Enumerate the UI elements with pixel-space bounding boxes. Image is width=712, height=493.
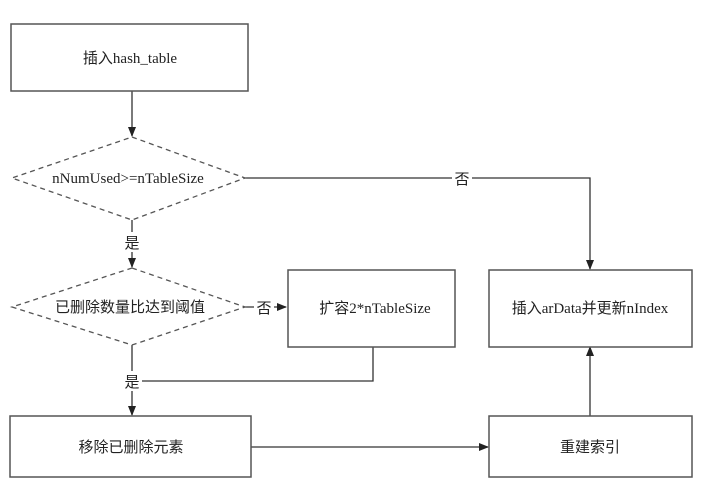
edge-expand-merge [132,346,374,382]
node-expand: 扩容2*nTableSize [287,269,456,348]
label-deleted-no: 否 [256,301,271,317]
node-remove-label: 移除已删除元素 [78,439,183,456]
label-deleted-yes: 是 [124,375,139,391]
node-check-used-label: nNumUsed>=nTableSize [52,171,204,187]
node-check-deleted-label: 已删除数量比达到阈值 [55,299,205,316]
node-start: 插入hash_table [10,23,249,92]
node-expand-label: 扩容2*nTableSize [319,300,431,317]
node-start-label: 插入hash_table [83,50,177,67]
node-remove: 移除已删除元素 [9,415,252,478]
node-check-used: nNumUsed>=nTableSize [10,136,247,221]
node-insert-label: 插入arData并更新nIndex [512,300,669,317]
node-rebuild-label: 重建索引 [560,439,620,456]
label-used-no: 否 [454,172,469,188]
edge-used-no [245,177,594,270]
node-rebuild: 重建索引 [488,415,693,478]
node-check-deleted: 已删除数量比达到阈值 [9,267,248,346]
label-used-yes: 是 [124,236,139,252]
node-insert: 插入arData并更新nIndex [488,269,693,348]
